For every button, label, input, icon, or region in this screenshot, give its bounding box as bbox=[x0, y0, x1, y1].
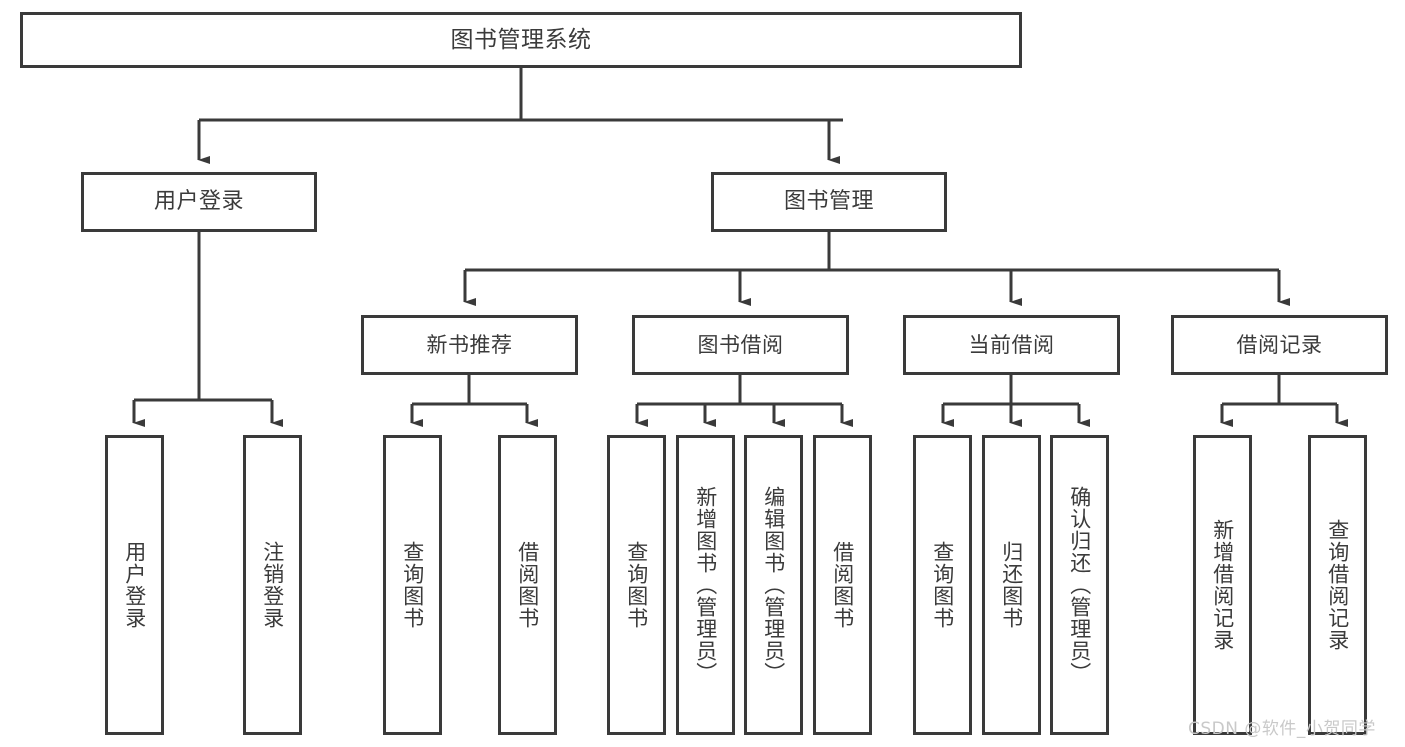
leaf-add-record-label: 新增借阅记录 bbox=[1210, 519, 1235, 651]
leaf-borrow-book-1[interactable]: 借阅图书 bbox=[498, 435, 557, 735]
node-book-manage-label: 图书管理 bbox=[783, 189, 874, 215]
node-root-label: 图书管理系统 bbox=[450, 26, 592, 53]
leaf-add-record[interactable]: 新增借阅记录 bbox=[1193, 435, 1252, 735]
node-book-manage[interactable]: 图书管理 bbox=[711, 172, 947, 232]
leaf-edit-book[interactable]: 编辑图书（管理员） bbox=[744, 435, 803, 735]
leaf-query-book-3[interactable]: 查询图书 bbox=[913, 435, 972, 735]
leaf-confirm-return-label: 确认归还（管理员） bbox=[1067, 486, 1092, 684]
node-borrow-record-label: 借阅记录 bbox=[1236, 332, 1323, 357]
node-current-borrow-label: 当前借阅 bbox=[968, 332, 1055, 357]
leaf-query-book-2[interactable]: 查询图书 bbox=[607, 435, 666, 735]
node-borrow-record[interactable]: 借阅记录 bbox=[1171, 315, 1388, 375]
leaf-edit-book-label: 编辑图书（管理员） bbox=[761, 486, 786, 684]
leaf-query-record-label: 查询借阅记录 bbox=[1325, 519, 1350, 651]
leaf-borrow-book-2-label: 借阅图书 bbox=[830, 541, 855, 629]
leaf-query-book-1[interactable]: 查询图书 bbox=[383, 435, 442, 735]
leaf-add-book[interactable]: 新增图书（管理员） bbox=[676, 435, 735, 735]
watermark: CSDN @软件_小贺同学 bbox=[1188, 719, 1376, 739]
leaf-logout-login-label: 注销登录 bbox=[260, 541, 285, 629]
node-user-login[interactable]: 用户登录 bbox=[81, 172, 317, 232]
node-current-borrow[interactable]: 当前借阅 bbox=[903, 315, 1120, 375]
node-new-book-recommend[interactable]: 新书推荐 bbox=[361, 315, 578, 375]
leaf-user-login-label: 用户登录 bbox=[122, 541, 147, 629]
node-new-book-recommend-label: 新书推荐 bbox=[426, 332, 513, 357]
leaf-return-book-label: 归还图书 bbox=[999, 541, 1024, 629]
node-user-login-label: 用户登录 bbox=[153, 189, 244, 215]
node-book-borrow[interactable]: 图书借阅 bbox=[632, 315, 849, 375]
leaf-query-book-2-label: 查询图书 bbox=[624, 541, 649, 629]
leaf-logout-login[interactable]: 注销登录 bbox=[243, 435, 302, 735]
leaf-borrow-book-1-label: 借阅图书 bbox=[515, 541, 540, 629]
leaf-query-record[interactable]: 查询借阅记录 bbox=[1308, 435, 1367, 735]
leaf-user-login[interactable]: 用户登录 bbox=[105, 435, 164, 735]
leaf-query-book-1-label: 查询图书 bbox=[400, 541, 425, 629]
leaf-return-book[interactable]: 归还图书 bbox=[982, 435, 1041, 735]
leaf-confirm-return[interactable]: 确认归还（管理员） bbox=[1050, 435, 1109, 735]
leaf-borrow-book-2[interactable]: 借阅图书 bbox=[813, 435, 872, 735]
leaf-add-book-label: 新增图书（管理员） bbox=[693, 486, 718, 684]
node-root[interactable]: 图书管理系统 bbox=[20, 12, 1022, 68]
leaf-query-book-3-label: 查询图书 bbox=[930, 541, 955, 629]
node-book-borrow-label: 图书借阅 bbox=[697, 332, 784, 357]
